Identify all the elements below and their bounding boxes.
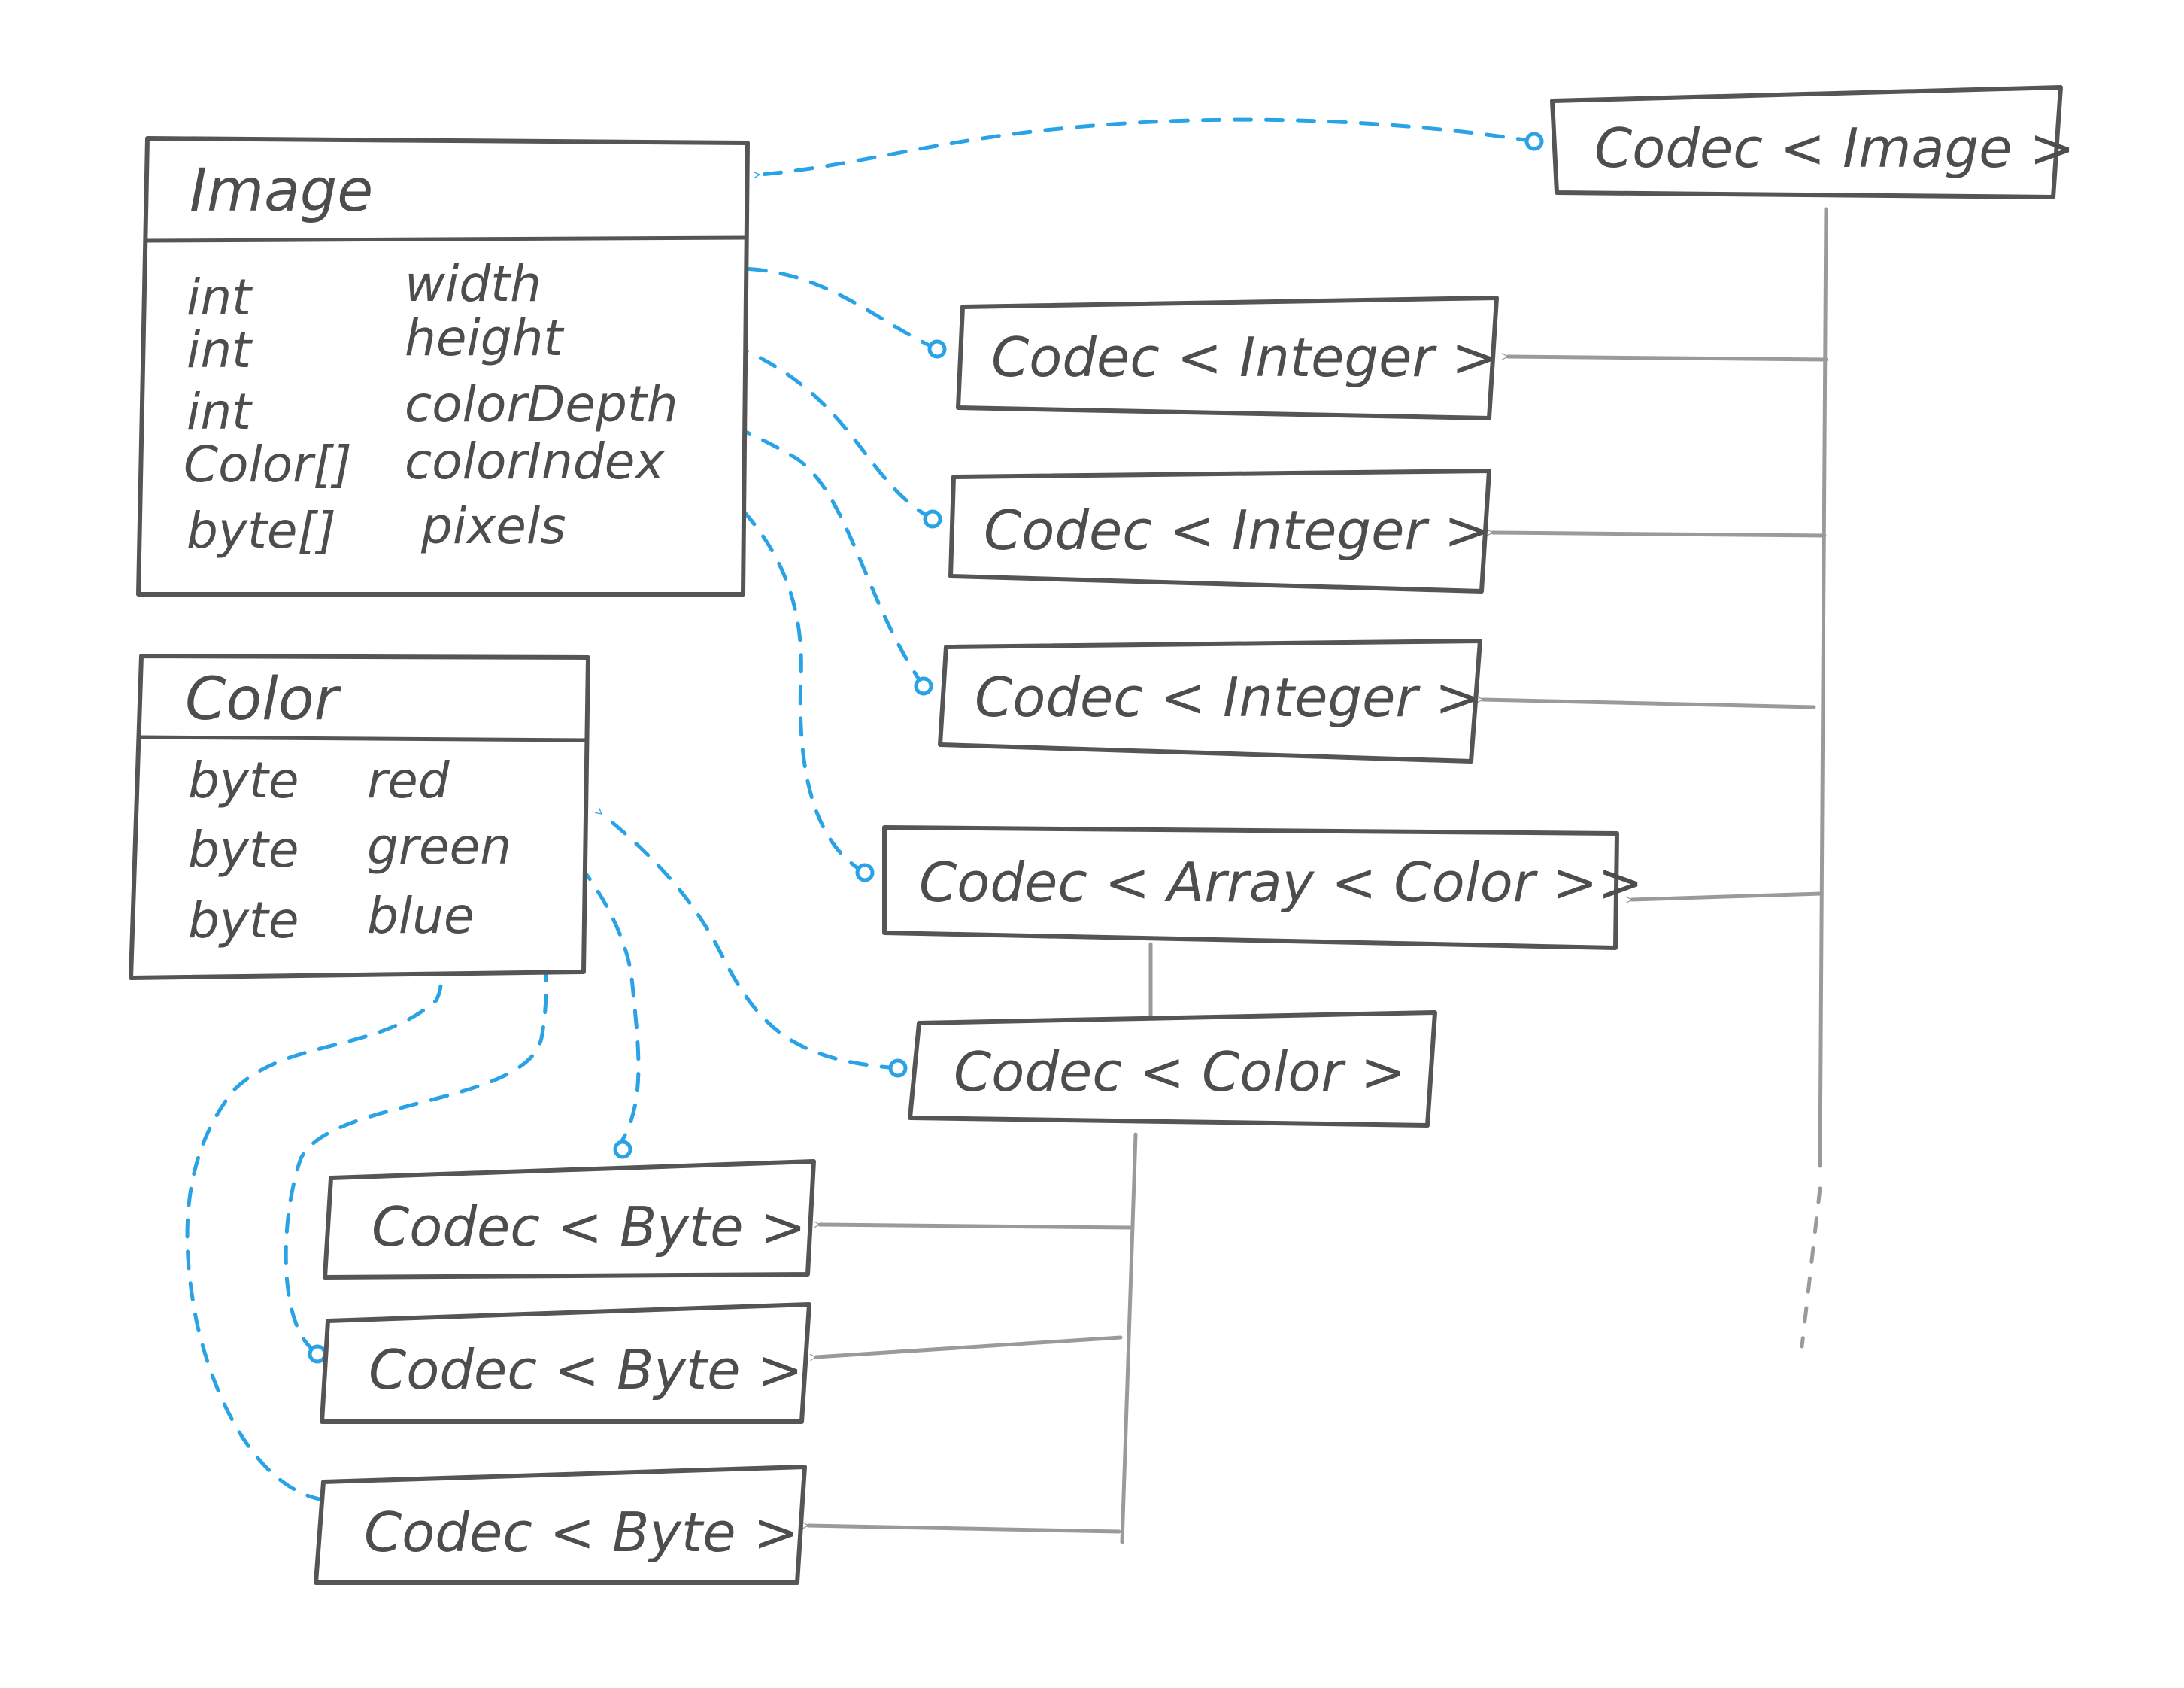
image-class-title: Image — [190, 157, 373, 225]
codec-integer-label: Codec < Integer > — [991, 326, 1497, 389]
codec-byte-red-box: Codec < Byte > — [323, 1159, 816, 1280]
link-blue — [185, 960, 444, 1502]
codec-array-color-label: Codec < Array < Color >> — [919, 851, 1643, 914]
branch-to-red-codec — [813, 1221, 1132, 1230]
image-field-type: int — [187, 383, 253, 441]
image-class-divider — [147, 235, 748, 243]
image-field-name: colorDepth — [405, 375, 678, 433]
link-image — [753, 117, 1536, 179]
image-field-name: pixels — [420, 497, 566, 555]
link-colorindex-origin — [855, 863, 875, 882]
link-image-origin — [1524, 132, 1544, 151]
codec-color-label: Codec < Color > — [954, 1040, 1406, 1104]
image-field-name: height — [405, 309, 564, 367]
image-field-type: byte[] — [187, 502, 336, 560]
color-class-divider — [141, 735, 589, 742]
codec-integer-depth-box: Codec < Integer > — [938, 639, 1482, 764]
image-field-name: width — [405, 255, 541, 313]
image-field-name: colorIndex — [405, 433, 665, 490]
field-links — [185, 117, 1544, 1502]
codec-byte-label: Codec < Byte > — [372, 1195, 806, 1258]
color-codec-trunk — [1120, 1132, 1138, 1544]
color-field-type: byte — [188, 821, 299, 879]
link-height-origin — [923, 509, 942, 529]
codec-byte-blue-box: Codec < Byte > — [314, 1465, 807, 1585]
branch-to-depth-codec — [1476, 696, 1816, 709]
image-codec-trunk-continuation — [1800, 1186, 1822, 1349]
branch-to-green-codec — [809, 1335, 1123, 1362]
codec-integer-height-box: Codec < Integer > — [948, 469, 1491, 594]
color-field-name: red — [367, 751, 450, 809]
color-class-title: Color — [185, 666, 342, 733]
image-class-outline — [136, 136, 750, 597]
branch-to-array-codec — [1625, 891, 1822, 903]
codec-byte-green-box: Codec < Byte > — [320, 1302, 811, 1424]
composition-lines — [802, 207, 1828, 1544]
codec-image-box: Codec < Image > — [1550, 85, 2075, 199]
image-field-type: int — [187, 269, 253, 326]
branch-to-height-codec — [1486, 529, 1827, 538]
branch-to-width-codec — [1501, 353, 1828, 362]
color-field-name: blue — [367, 887, 475, 945]
codec-integer-width-box: Codec < Integer > — [956, 296, 1499, 420]
color-field-name: green — [367, 818, 511, 876]
codec-array-color-box: Codec < Array < Color >> — [882, 825, 1643, 950]
image-field-type: Color[] — [184, 436, 352, 493]
link-colordepth — [681, 400, 926, 688]
color-field-type: byte — [188, 891, 299, 949]
branch-to-blue-codec — [802, 1522, 1121, 1534]
codec-byte-label: Codec < Byte > — [369, 1338, 803, 1401]
link-width-origin — [927, 339, 947, 359]
link-color — [595, 807, 900, 1070]
codec-byte-label: Codec < Byte > — [364, 1501, 799, 1564]
color-class-box: Color byte red byte green byte blue — [129, 654, 590, 980]
link-color-origin — [888, 1058, 908, 1078]
link-colordepth-origin — [914, 676, 933, 696]
link-red-origin — [613, 1140, 632, 1159]
codec-integer-label: Codec < Integer > — [984, 499, 1489, 562]
image-class-box: Image int width int height int colorDept… — [136, 136, 750, 597]
codec-integer-label: Codec < Integer > — [975, 666, 1480, 729]
image-codec-trunk — [1818, 207, 1828, 1168]
color-field-type: byte — [188, 751, 299, 809]
link-green-origin — [308, 1344, 327, 1364]
codec-image-label: Codec < Image > — [1594, 117, 2075, 180]
image-field-type: int — [187, 321, 253, 379]
codec-color-box: Codec < Color > — [908, 1010, 1437, 1128]
